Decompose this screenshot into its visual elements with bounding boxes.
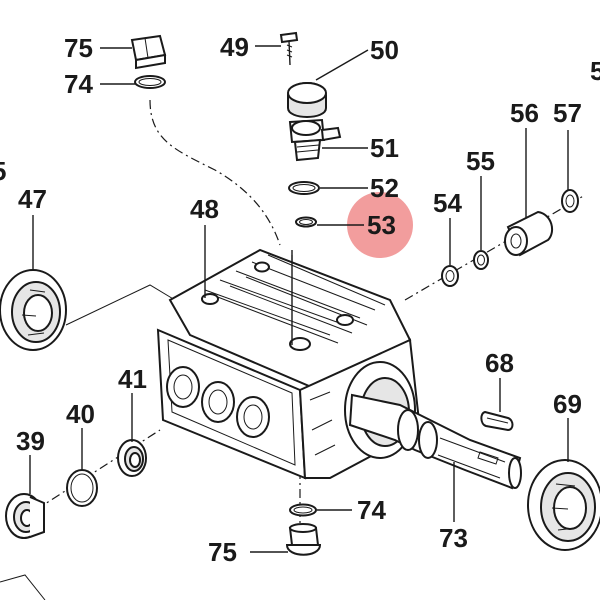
ring-54-part [441,265,459,287]
bearing-47-axis [65,284,176,326]
label-56: 56 [510,98,539,128]
plug-bottom-part [285,523,322,556]
axis-line-shaft-right [404,194,586,301]
label-68: 68 [485,348,514,378]
label-57: 57 [553,98,582,128]
bearing-47-part [0,269,67,351]
label-53: 53 [367,210,396,240]
pump-housing-part [156,248,422,480]
label-49: 49 [220,32,249,62]
seal-41-part [117,439,147,477]
label-5-edge: 5 [0,156,6,186]
seal-39-part [5,493,45,539]
crankshaft-part [348,393,522,490]
label-39: 39 [16,426,45,456]
highlight-marker [347,192,413,258]
key-68-part [480,410,514,432]
cap-part [287,82,327,118]
label-47: 47 [18,184,47,214]
label-5-right: 5 [590,56,600,86]
label-69: 69 [553,389,582,419]
label-74-top: 74 [64,69,93,99]
label-52: 52 [370,173,399,203]
label-51: 51 [370,133,399,163]
label-73: 73 [439,523,468,553]
label-54: 54 [433,188,462,218]
label-55: 55 [466,146,495,176]
plug-top-part [130,34,167,70]
valve-body-part [288,118,342,162]
ring-57-part [561,189,579,213]
axis-line-plug-top [149,99,281,246]
label-50: 50 [370,35,399,65]
bushing-56-part [504,210,554,257]
label-40: 40 [66,399,95,429]
leader-50 [315,49,369,81]
label-75-top: 75 [64,33,93,63]
washer-55-part [473,250,489,270]
bearing-69-part [527,459,600,551]
label-41: 41 [118,364,147,394]
screw-part [279,31,299,66]
label-74-bottom: 74 [357,495,386,525]
label-75-bottom: 75 [208,537,237,567]
edge-fragment-lower-left [0,574,46,600]
label-48: 48 [190,194,219,224]
